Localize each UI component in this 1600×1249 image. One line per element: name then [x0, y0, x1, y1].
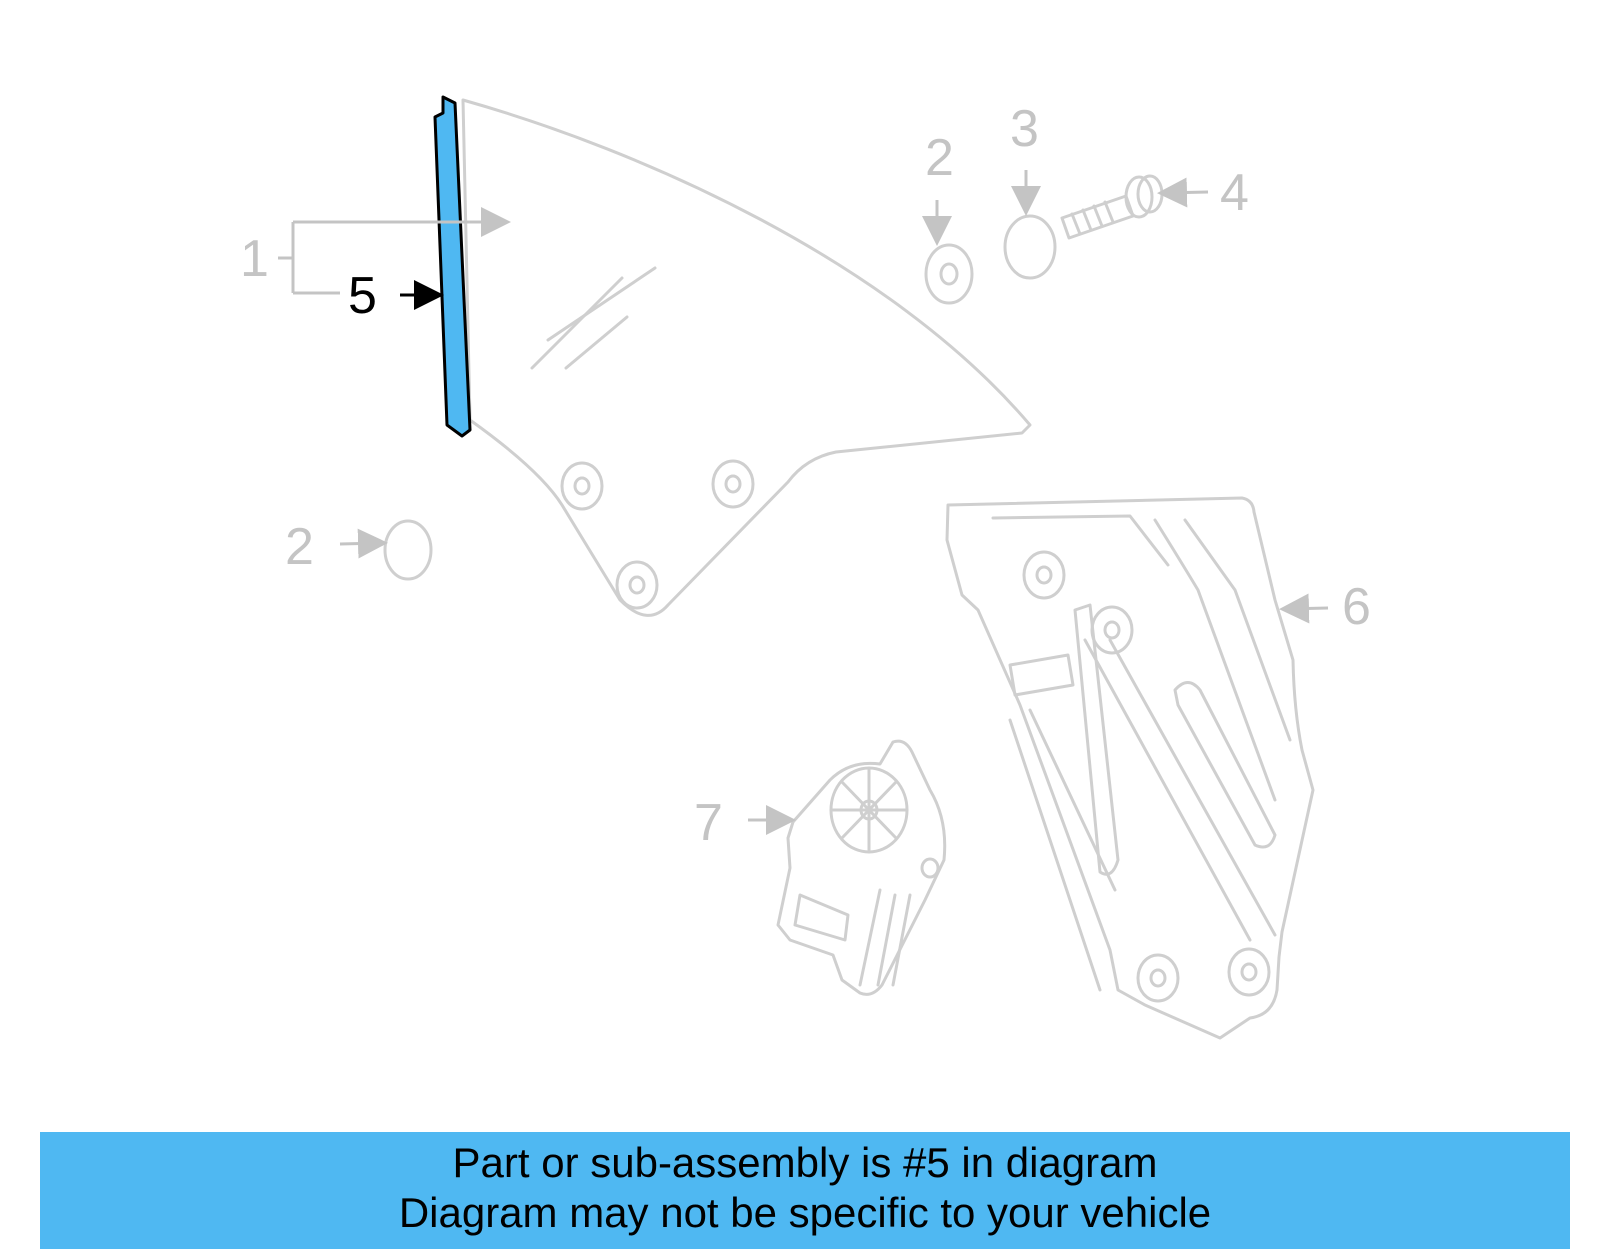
callout-1: 1: [240, 230, 269, 288]
leader-lines: [278, 170, 1329, 835]
banner-line-1: Part or sub-assembly is #5 in diagram: [452, 1139, 1158, 1186]
banner-line-2: Diagram may not be specific to your vehi…: [398, 1189, 1212, 1236]
callout-7: 7: [694, 794, 723, 852]
washer-left-part: [383, 519, 433, 581]
window-motor-part: [776, 739, 947, 996]
run-channel-highlighted-part: [433, 95, 472, 438]
callout-4: 4: [1220, 164, 1249, 222]
bolt-part: [1060, 174, 1164, 240]
callout-5: 5: [348, 267, 377, 325]
callout-6: 6: [1342, 578, 1371, 636]
info-banner: Part or sub-assembly is #5 in diagram Di…: [40, 1132, 1570, 1249]
callout-2-upper: 2: [925, 129, 954, 187]
callout-3: 3: [1010, 100, 1039, 158]
washer-upper-part: [924, 243, 974, 305]
window-regulator-part: [945, 496, 1315, 1040]
callout-2-lower: 2: [285, 518, 314, 576]
window-glass-part: [461, 98, 1032, 617]
parts-diagram: 1 2 3 4 5 6 7 2: [240, 95, 1371, 1040]
ring-part: [1003, 214, 1057, 280]
